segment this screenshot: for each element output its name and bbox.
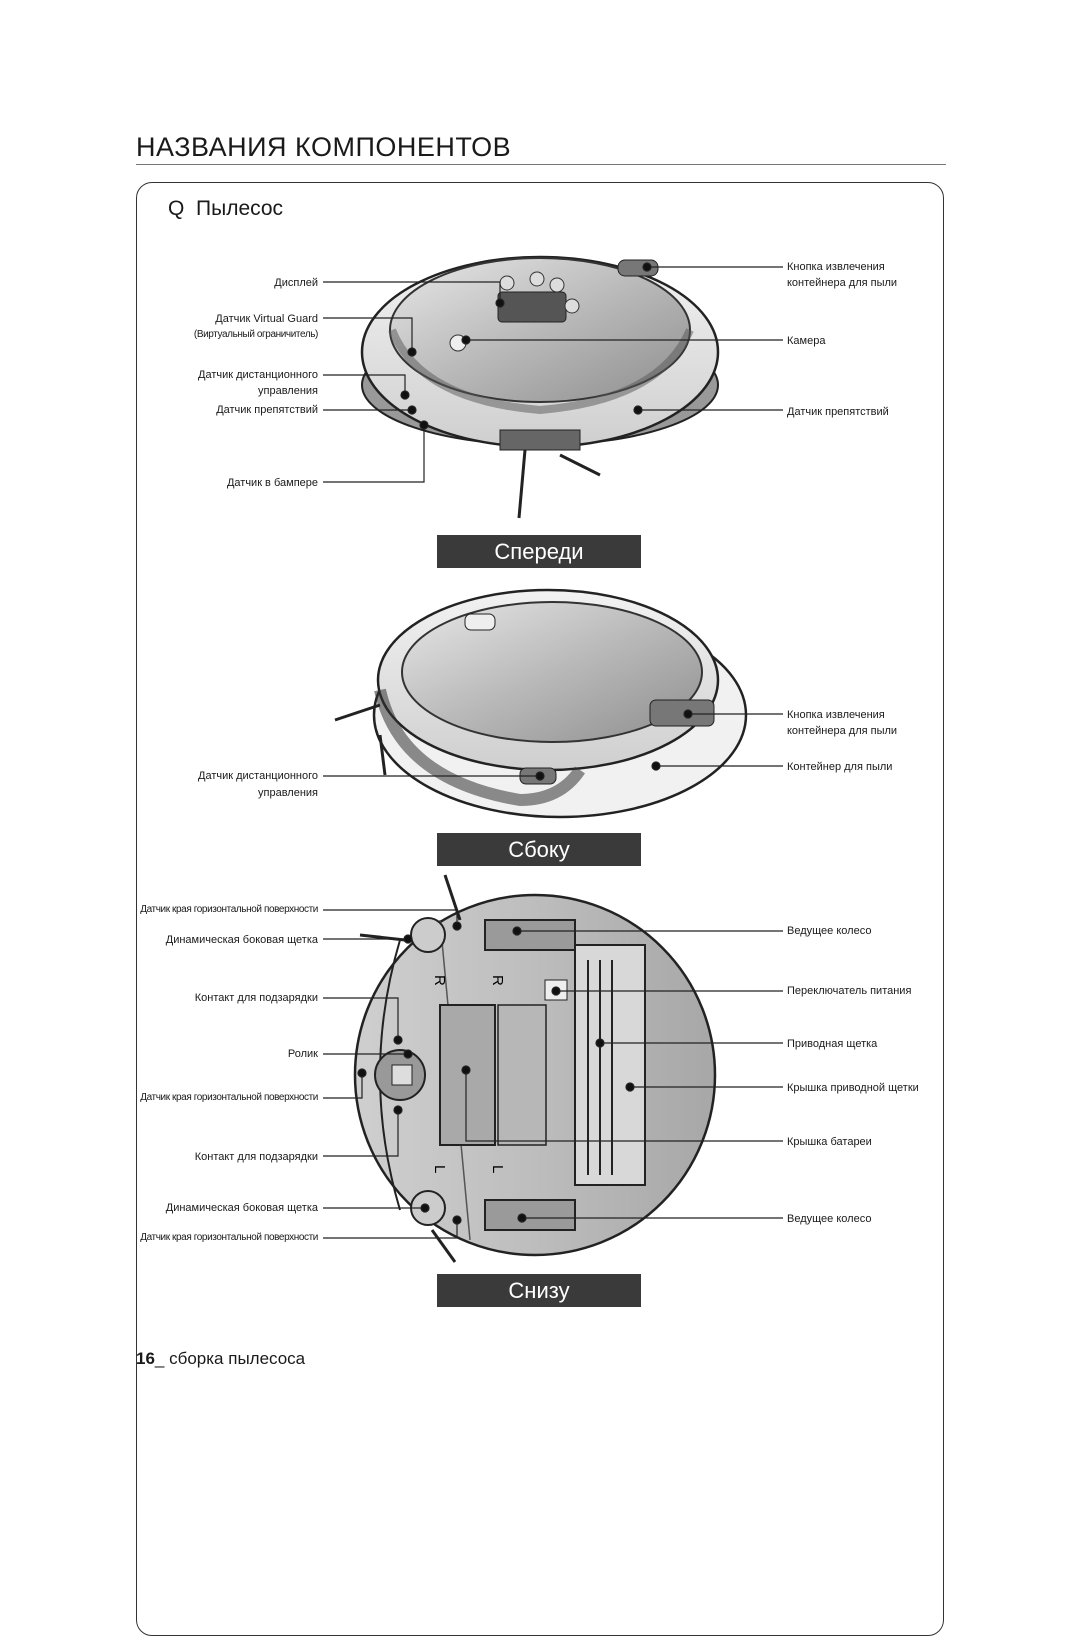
wheel-mark-r1: R xyxy=(431,975,448,986)
wheel-mark-r2: R xyxy=(489,975,506,986)
label-display: Дисплей xyxy=(274,277,318,289)
footer-text: _ сборка пылесоса xyxy=(154,1349,306,1368)
label-remote-sensor: Датчик дистанционного xyxy=(198,369,318,381)
section-marker: Q xyxy=(168,197,185,220)
front-view-drawing xyxy=(360,255,720,519)
section-heading: Q Пылесос xyxy=(168,197,283,221)
wheel-mark-l2: L xyxy=(489,1165,506,1173)
label-cliff-sensor-1: Датчик края горизонтальной поверхности xyxy=(140,904,318,915)
label-side-remote-sensor: Датчик дистанционного xyxy=(198,770,318,782)
label-bumper-sensor: Датчик в бампере xyxy=(226,477,318,489)
label-main-brush: Приводная щетка xyxy=(787,1038,878,1050)
label-camera: Камера xyxy=(787,335,826,347)
label-dust-eject-button: Кнопка извлечения xyxy=(787,261,885,273)
label-dust-eject-button-2: контейнера для пыли xyxy=(787,277,898,289)
label-side-brush-1: Динамическая боковая щетка xyxy=(165,934,318,946)
side-view-drawing xyxy=(334,588,748,819)
caption-front: Спереди xyxy=(437,535,641,568)
label-cliff-sensor-2: Датчик края горизонтальной поверхности xyxy=(140,1092,318,1103)
section-title: Пылесос xyxy=(196,197,284,220)
robot-illustrations: R R L L xyxy=(323,255,783,1263)
bottom-view-drawing: R R L L xyxy=(353,874,717,1263)
label-brush-cover: Крышка приводной щетки xyxy=(787,1082,919,1094)
label-virtual-guard: Датчик Virtual Guard xyxy=(215,313,318,325)
leader-lines xyxy=(323,262,783,1239)
wheel-mark-l1: L xyxy=(431,1165,448,1173)
label-side-remote-sensor-2: управления xyxy=(258,787,318,799)
label-drive-wheel-1: Ведущее колесо xyxy=(787,925,872,937)
label-caster: Ролик xyxy=(287,1048,318,1060)
label-side-dust-eject: Кнопка извлечения xyxy=(787,709,885,721)
label-drive-wheel-2: Ведущее колесо xyxy=(787,1213,872,1225)
label-dust-container: Контейнер для пыли xyxy=(787,761,893,773)
title-rule xyxy=(136,164,946,165)
label-charge-contact-1: Контакт для подзарядки xyxy=(194,992,318,1004)
page-number: 16 xyxy=(136,1349,155,1368)
label-side-brush-2: Динамическая боковая щетка xyxy=(165,1202,318,1214)
label-obstacle-sensor-left: Датчик препятствий xyxy=(216,404,318,416)
label-power-switch: Переключатель питания xyxy=(787,985,912,997)
page-title: НАЗВАНИЯ КОМПОНЕНТОВ xyxy=(136,132,512,162)
label-battery-cover: Крышка батареи xyxy=(787,1136,872,1148)
caption-bottom: Снизу xyxy=(437,1274,641,1307)
label-obstacle-sensor-right: Датчик препятствий xyxy=(787,406,889,418)
label-virtual-guard-note: (Виртуальный ограничитель) xyxy=(193,329,319,340)
label-remote-sensor-2: управления xyxy=(258,385,318,397)
caption-side: Сбоку xyxy=(437,833,641,866)
label-charge-contact-2: Контакт для подзарядки xyxy=(194,1151,318,1163)
label-cliff-sensor-3: Датчик края горизонтальной поверхности xyxy=(140,1232,318,1243)
page-footer: 16_ сборка пылесоса xyxy=(136,1349,305,1369)
label-side-dust-eject-2: контейнера для пыли xyxy=(787,725,898,737)
